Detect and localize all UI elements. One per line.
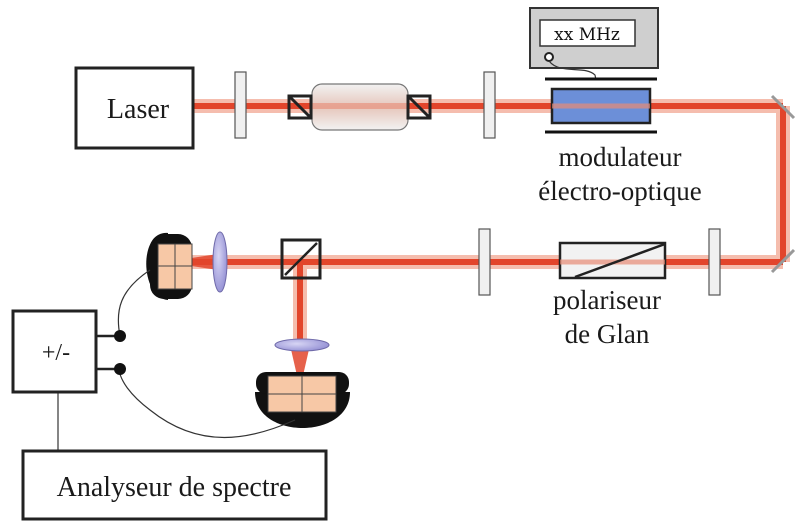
photodetector-left xyxy=(146,232,193,300)
modulator-label-line1: modulateur xyxy=(559,142,682,172)
beam-splitter-cube xyxy=(280,238,322,280)
frequency-display xyxy=(539,19,636,47)
input-connector-bottom xyxy=(114,363,126,375)
signal-cables xyxy=(57,269,296,451)
frequency-generator: xx MHz xyxy=(529,7,659,81)
cable-left-detector xyxy=(117,269,151,337)
subtractor-label: +/- xyxy=(42,340,70,366)
focused-beam-left xyxy=(178,254,218,270)
photodetector-bottom xyxy=(255,372,350,428)
polarizer-label-line1: polariseur xyxy=(553,285,661,315)
laser-beam xyxy=(168,99,790,380)
wave-plates xyxy=(234,71,721,296)
cable-bottom-detector xyxy=(118,368,296,438)
mirror-top xyxy=(770,94,796,120)
electro-optic-modulator: modulateur électro-optique xyxy=(538,77,702,206)
mirrors xyxy=(770,94,796,274)
spectrum-analyzer-box: Analyseur de spectre xyxy=(21,449,328,521)
subtractor-box: +/- xyxy=(11,309,126,394)
wave-plate-3 xyxy=(478,228,491,296)
wave-plate-4 xyxy=(708,228,721,296)
laser-label: Laser xyxy=(107,94,170,125)
rf-cable xyxy=(548,60,597,81)
glan-polarizer: polariseur de Glan xyxy=(553,241,667,349)
frequency-readout: xx MHz xyxy=(554,25,620,45)
wave-plate-1 xyxy=(234,71,247,139)
optical-isolator xyxy=(287,83,432,131)
lens-left xyxy=(212,231,228,293)
laser-box: Laser xyxy=(74,66,195,150)
wave-plate-2 xyxy=(483,71,496,139)
lens-bottom xyxy=(274,338,330,352)
output-connector xyxy=(544,52,554,62)
polarizer-label-line2: de Glan xyxy=(565,319,650,349)
spectrum-analyzer-label: Analyseur de spectre xyxy=(57,472,292,503)
focused-beam xyxy=(290,345,310,380)
modulator-label-line2: électro-optique xyxy=(538,176,701,206)
mirror-bottom xyxy=(770,248,796,274)
input-connector-top xyxy=(114,330,126,342)
